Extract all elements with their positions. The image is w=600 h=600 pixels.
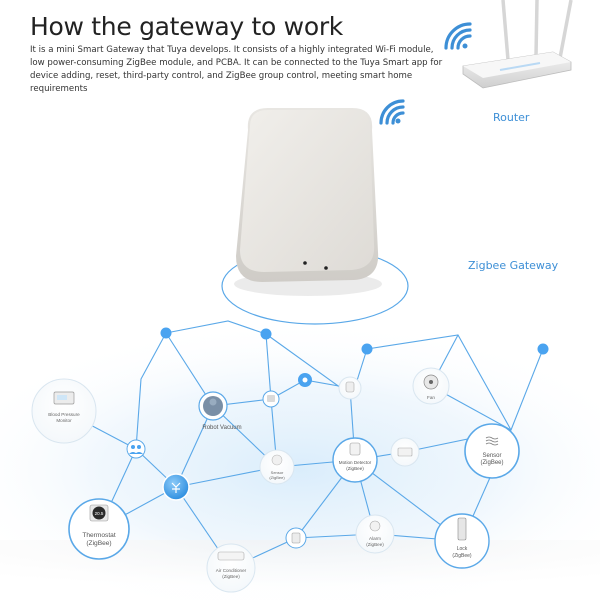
device-node-small: [298, 373, 312, 387]
device-alarm: Alarm (ZigBee): [355, 514, 395, 554]
device-label: (ZigBee): [480, 460, 503, 466]
device-motion-detector: Motion Detector (ZigBee): [332, 437, 378, 483]
device-label: Blood Pressure: [48, 412, 80, 417]
device-label: Alarm: [369, 536, 381, 541]
router-wifi-icon: [444, 22, 472, 50]
page-title: How the gateway to work: [30, 12, 343, 41]
gateway-hub: [234, 108, 382, 296]
network-lines: [63, 320, 544, 569]
device-robot-vacuum: Robot Vacuum: [198, 391, 242, 431]
device-node-small: [390, 437, 420, 467]
device-label: (ZigBee): [452, 553, 472, 559]
device-label: Motion Detector: [339, 460, 372, 465]
device-fan: Fan: [412, 367, 450, 405]
device-node-small: [285, 527, 307, 549]
people-node: [126, 439, 146, 459]
router-icon: [462, 0, 573, 89]
router-label: Router: [493, 111, 530, 124]
device-thermostat: 20.5 Thermostat (ZigBee): [68, 498, 130, 560]
device-label: Sensor: [482, 453, 501, 459]
network-nodes: [160, 327, 549, 355]
hub-node: [162, 473, 190, 501]
device-air-conditioner: Air Conditioner (ZigBee): [206, 543, 256, 593]
thermostat-reading: 20.5: [95, 511, 104, 516]
network-node: [160, 327, 172, 339]
device-label: (ZigBee): [269, 475, 285, 480]
device-label: (ZigBee): [346, 466, 364, 471]
device-label: Thermostat: [82, 532, 116, 539]
device-label: Sensor: [271, 470, 284, 475]
device-node-small: [262, 390, 280, 408]
device-blood-pressure-monitor: Blood Pressure Monitor: [31, 378, 97, 444]
device-label: Fan: [427, 395, 435, 400]
device-label: Air Conditioner: [216, 568, 247, 573]
device-lock: Lock (ZigBee): [434, 513, 490, 569]
description-text: It is a mini Smart Gateway that Tuya dev…: [30, 45, 443, 94]
network-node: [537, 343, 549, 355]
device-label: Monitor: [56, 418, 72, 423]
gateway-label: Zigbee Gateway: [468, 259, 559, 272]
network-node: [260, 328, 272, 340]
device-label: (ZigBee): [222, 574, 240, 579]
device-sensor-small: Sensor (ZigBee): [259, 449, 295, 485]
device-node-small: [338, 376, 362, 400]
device-label: Robot Vacuum: [202, 425, 241, 431]
gateway-wifi-icon: [379, 99, 405, 125]
network-node: [361, 343, 373, 355]
device-label: (ZigBee): [366, 542, 384, 547]
device-label: (ZigBee): [86, 540, 111, 547]
device-sensor-large: Sensor (ZigBee): [464, 423, 520, 479]
device-label: Lock: [457, 546, 468, 552]
